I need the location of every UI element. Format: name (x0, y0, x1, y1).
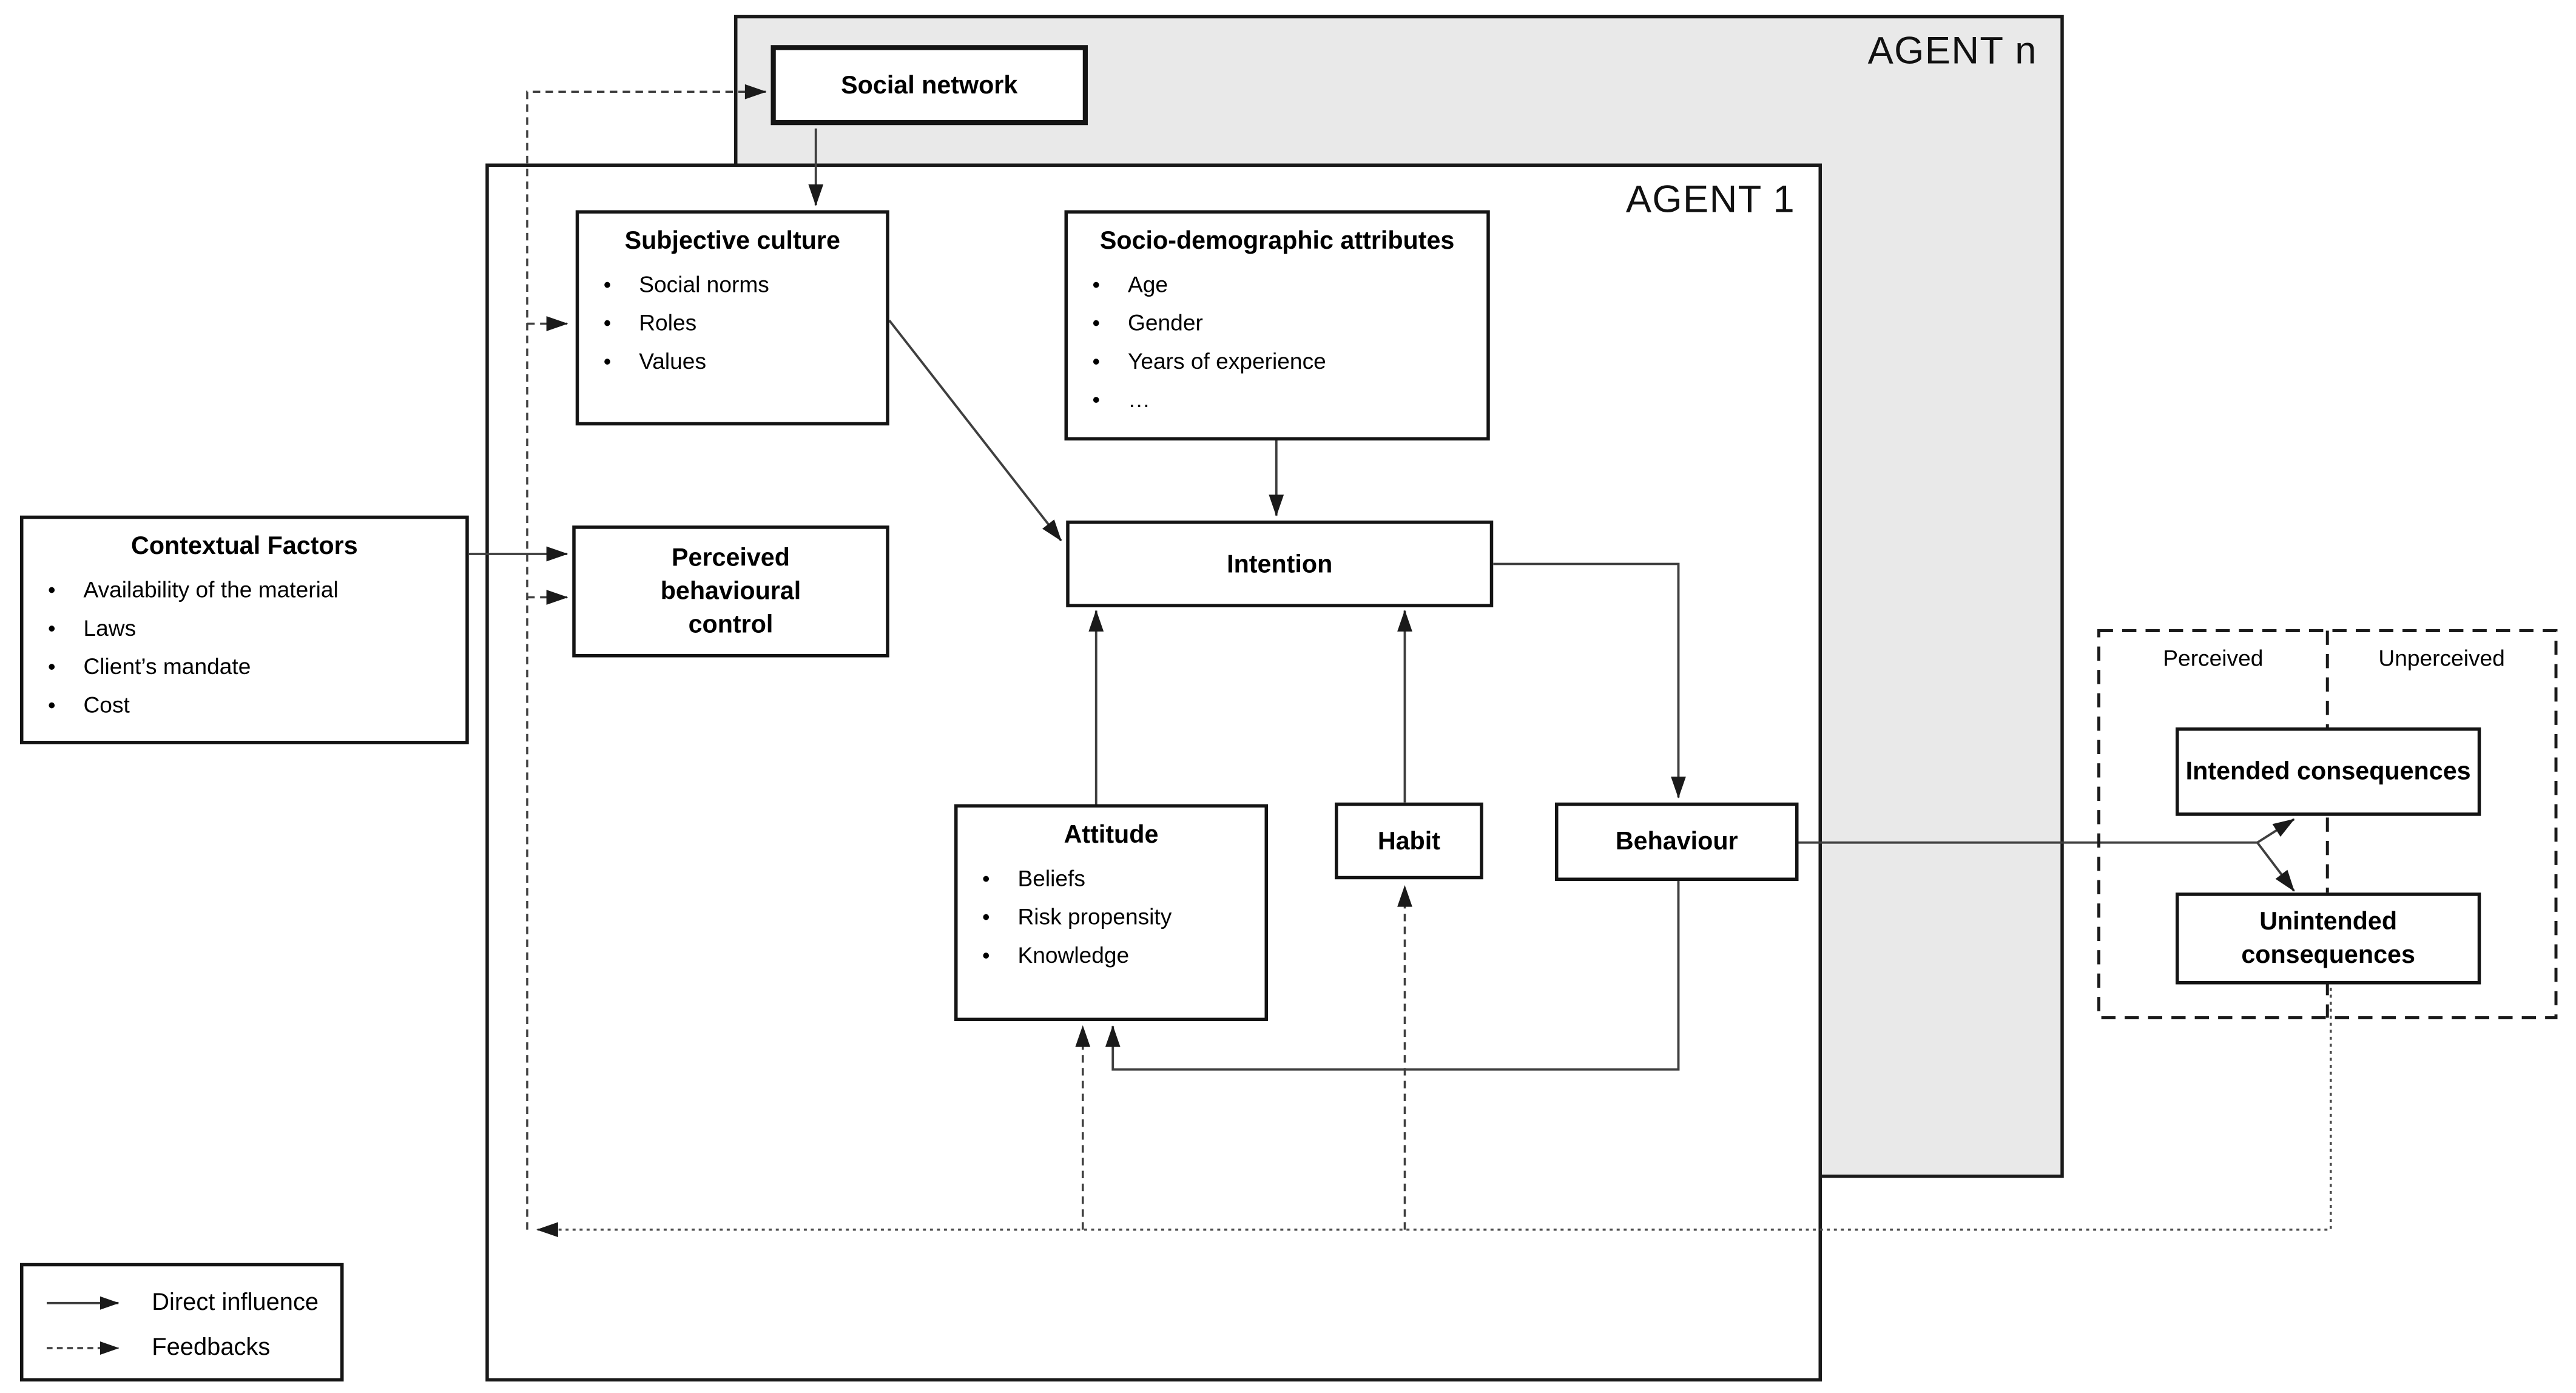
list-item: •Laws (24, 609, 466, 647)
legend-row-direct: Direct influence (24, 1280, 341, 1324)
direct-influence-arrow-icon (47, 1295, 120, 1309)
node-intention: Intention (1066, 521, 1494, 607)
list-item: •Values (579, 342, 886, 380)
feedback-arrow-icon (47, 1340, 120, 1354)
node-title: Behaviour (1615, 828, 1738, 856)
node-title: Subjective culture (624, 227, 840, 255)
node-behaviour: Behaviour (1555, 802, 1799, 881)
bullet-list: •Age •Gender •Years of experience •… (1068, 265, 1486, 419)
node-title: Intention (1227, 550, 1333, 578)
node-title: Socio-demographic attributes (1099, 227, 1455, 255)
node-title: Social network (841, 70, 1018, 100)
bullet-icon: • (982, 904, 990, 929)
node-title: Intended consequences (2185, 757, 2471, 785)
bullet-list: •Beliefs •Risk propensity •Knowledge (958, 859, 1265, 974)
list-item: •Years of experience (1068, 342, 1486, 380)
bullet-icon: • (603, 310, 612, 336)
node-social-network: Social network (770, 45, 1088, 126)
bullet-list: •Availability of the material •Laws •Cli… (24, 571, 466, 724)
bullet-icon: • (1092, 387, 1101, 413)
list-item: •… (1068, 380, 1486, 419)
legend-label: Direct influence (152, 1289, 319, 1316)
agent-n-label: AGENT n (1867, 28, 2037, 72)
list-item: •Social norms (579, 265, 886, 303)
node-unintended-consequences: Unintended consequences (2176, 892, 2481, 985)
arrow-branch-to-intended (2256, 818, 2295, 844)
node-contextual-factors: Contextual Factors •Availability of the … (20, 515, 469, 744)
bullet-icon: • (1092, 272, 1101, 297)
node-title: Unintended consequences (2241, 906, 2415, 969)
node-title: Contextual Factors (131, 532, 358, 561)
perceived-region-label: Perceived (2163, 646, 2264, 671)
list-item: •Risk propensity (958, 898, 1265, 936)
node-subjective-culture: Subjective culture •Social norms •Roles … (575, 210, 889, 426)
node-socio-demographic: Socio-demographic attributes •Age •Gende… (1064, 210, 1490, 440)
list-item: •Knowledge (958, 936, 1265, 974)
list-item: •Beliefs (958, 859, 1265, 897)
bullet-icon: • (47, 692, 56, 718)
bullet-icon: • (982, 866, 990, 891)
node-title: Perceived behavioural control (660, 543, 801, 638)
bullet-icon: • (603, 272, 612, 297)
node-habit: Habit (1335, 802, 1483, 880)
legend: Direct influence Feedbacks (20, 1263, 344, 1381)
bullet-icon: • (982, 942, 990, 968)
legend-label: Feedbacks (152, 1334, 271, 1361)
node-intended-consequences: Intended consequences (2176, 727, 2481, 816)
arrow-branch-to-unintended (2256, 842, 2295, 892)
unperceived-region-label: Unperceived (2378, 646, 2505, 671)
node-title: Attitude (1064, 821, 1159, 849)
list-item: •Gender (1068, 304, 1486, 342)
bullet-list: •Social norms •Roles •Values (579, 265, 886, 380)
bullet-icon: • (47, 654, 56, 680)
list-item: •Cost (24, 686, 466, 724)
bullet-icon: • (47, 577, 56, 602)
bullet-icon: • (1092, 310, 1101, 336)
list-item: •Roles (579, 304, 886, 342)
bullet-icon: • (603, 348, 612, 374)
node-title: Habit (1377, 826, 1440, 855)
list-item: •Age (1068, 265, 1486, 303)
list-item: •Availability of the material (24, 571, 466, 609)
bullet-icon: • (1092, 348, 1101, 374)
legend-row-feedback: Feedbacks (24, 1325, 341, 1370)
bullet-icon: • (47, 615, 56, 641)
node-perceived-behavioural-control: Perceived behavioural control (572, 525, 889, 658)
agent-1-label: AGENT 1 (1625, 177, 1795, 221)
list-item: •Client’s mandate (24, 647, 466, 686)
node-attitude: Attitude •Beliefs •Risk propensity •Know… (954, 804, 1268, 1021)
